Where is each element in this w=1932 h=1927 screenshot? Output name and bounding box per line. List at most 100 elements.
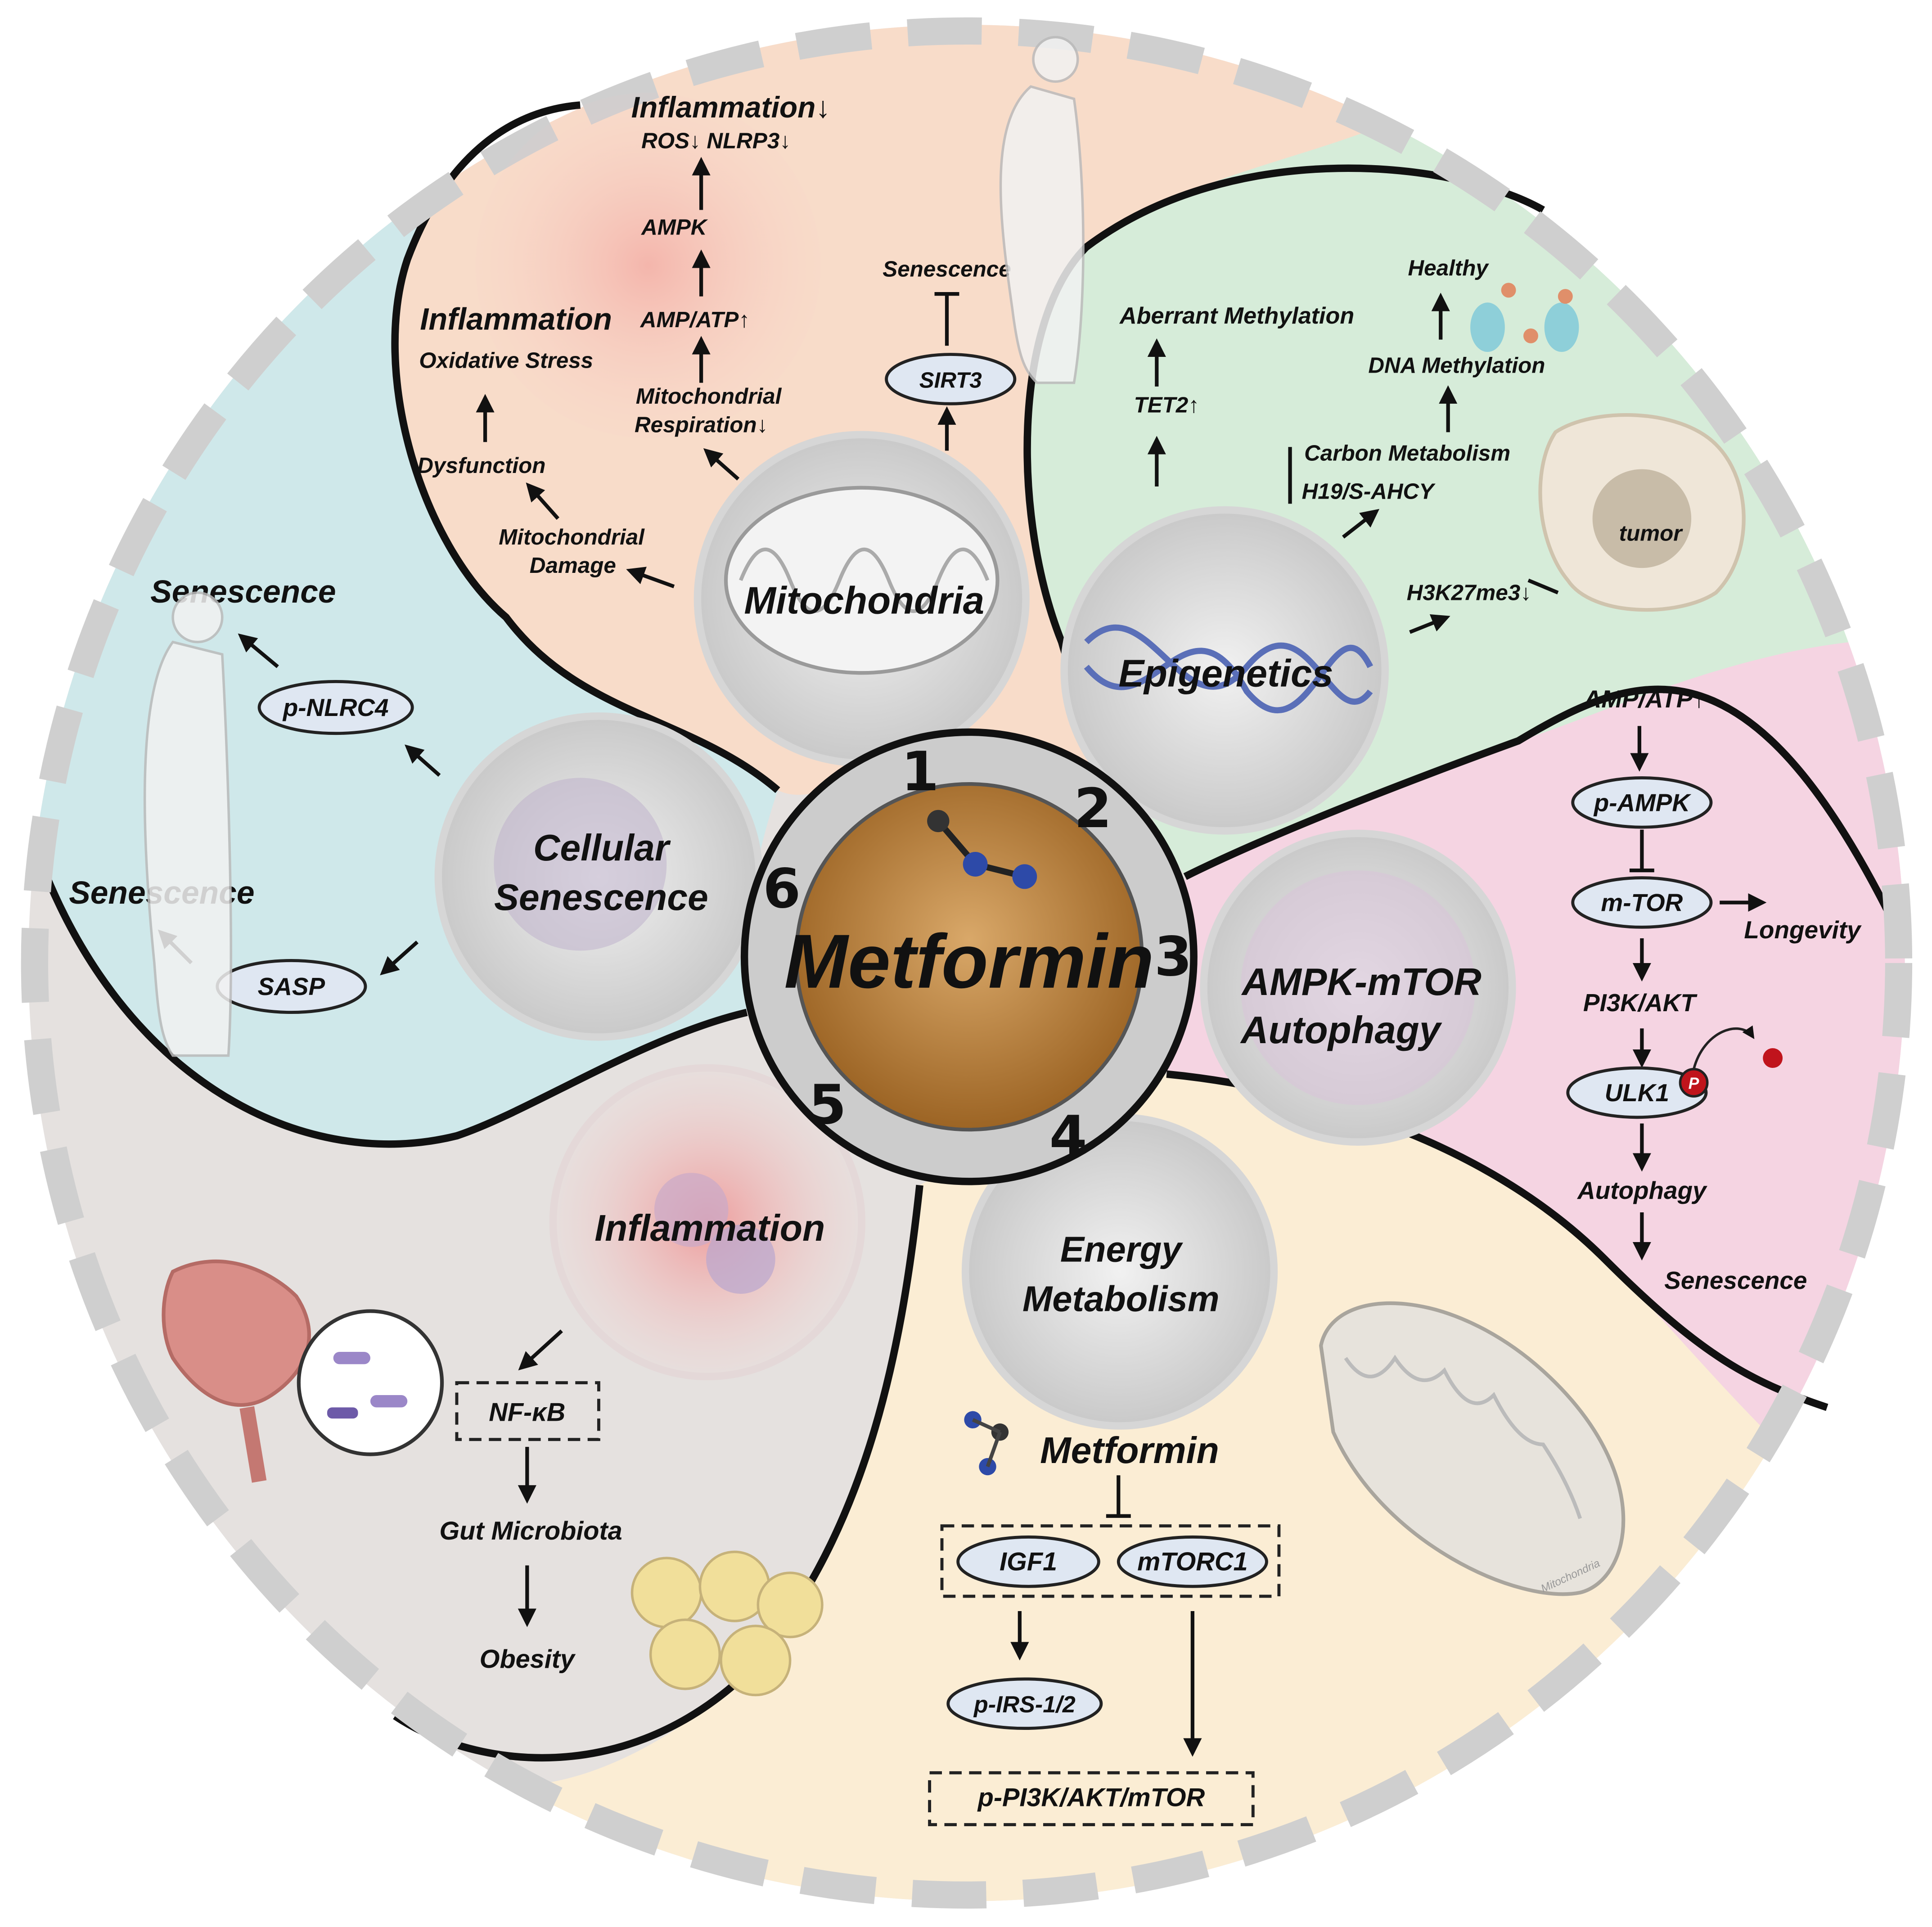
p-nlrc4-pill [257, 680, 414, 735]
mitochondrion-icon [724, 486, 1000, 675]
nucleosome-icon [1470, 283, 1579, 352]
oxidative-stress-label: Oxidative Stress [419, 348, 593, 373]
p-pi3k-label: p-PI3K/AKT/mTOR [977, 1783, 1205, 1812]
hub-epigenetics [1060, 506, 1389, 835]
sasp-label: SASP [258, 973, 325, 1000]
center-title: Metformin [784, 919, 1154, 1004]
ring-number-3: 3 [1154, 925, 1192, 988]
boundary-curve-3 [1183, 685, 1905, 940]
arrow-damage-dysfunction [526, 482, 559, 520]
sirt3-pill [885, 353, 1017, 405]
ring-number-6: 6 [763, 857, 801, 920]
tumor-label: tumor [1619, 521, 1684, 546]
nfkb-label: NF-κB [489, 1398, 565, 1427]
hub-autophagy [1200, 829, 1516, 1146]
ring-number-2: 2 [1074, 777, 1112, 840]
p-ampk-label: p-AMPK [1593, 788, 1692, 816]
arrow-nlrc4-senescence [238, 633, 279, 668]
igf1-mtorc1-box [940, 1524, 1281, 1598]
elderly-figure-icon [999, 36, 1085, 384]
sirt3-label: SIRT3 [919, 368, 982, 393]
longevity-label: Longevity [1744, 916, 1862, 944]
ring-number-5: 5 [809, 1073, 847, 1136]
obesity-label: Obesity [480, 1645, 576, 1674]
boundary-curve-6 [33, 851, 748, 1148]
elderly-figure-left-icon [143, 591, 232, 1057]
intestine-icon [162, 1259, 311, 1483]
autophagy-hub-label-2: Autophagy [1240, 1009, 1442, 1052]
gut-microbiota-label: Gut Microbiota [439, 1517, 622, 1545]
p-irs-pill [946, 1677, 1103, 1730]
phospho-release-arrow [1692, 1025, 1755, 1070]
mtor-pill [1571, 876, 1713, 929]
autophagy-label: Autophagy [1576, 1176, 1707, 1204]
senescent-cell-icon [494, 778, 667, 951]
ulk1-pill [1566, 1066, 1708, 1119]
damage-label-2: Damage [530, 553, 616, 578]
ampk-label: AMPK [640, 215, 708, 239]
energy-metformin-label: Metformin [1040, 1430, 1219, 1471]
autophagy-amp-atp-label: AMP/ATP↑ [1583, 685, 1705, 713]
senescence-hub-label-2: Senescence [494, 877, 708, 918]
arrow-hub-nlrc4 [405, 744, 441, 777]
ring-number-4: 4 [1049, 1104, 1087, 1167]
autophagy-hub-label-1: AMPK-mTOR [1241, 961, 1482, 1004]
phospho-badge-label: P [1689, 1075, 1699, 1093]
ulk1-label: ULK1 [1605, 1079, 1669, 1107]
metformin-molecule-icon [964, 1411, 1009, 1476]
autophagy-senescence-label: Senescence [1664, 1266, 1807, 1294]
energy-hub-label-1: Energy [1060, 1229, 1183, 1270]
dna-icon [1084, 624, 1373, 705]
center-disc [794, 782, 1144, 1132]
dna-methylation-label: DNA Methylation [1368, 353, 1545, 378]
h3k27-label: H3K27me3↓ [1407, 580, 1531, 605]
boundary-curve-1 [391, 101, 780, 793]
hub-mitochondria [694, 431, 1030, 767]
arrow-hub-damage [626, 567, 675, 589]
inflammation-glow [475, 92, 821, 439]
respiration-label-2: Respiration↓ [635, 412, 768, 437]
senescence-hub-label-1: Cellular [533, 828, 671, 869]
hub-senescence [434, 712, 763, 1041]
nfkb-box [455, 1381, 600, 1441]
molecule-icon [927, 810, 1037, 889]
p-ampk-pill [1571, 776, 1713, 829]
outer-dashed-rim [21, 17, 1913, 1909]
energy-hub-label-2: Metabolism [1022, 1279, 1220, 1319]
hub-inflammation [549, 1064, 865, 1381]
arrow-hub-h19 [1342, 509, 1380, 539]
arrow-hub-sasp [380, 941, 419, 976]
arrow-hub-nfkb [518, 1329, 563, 1371]
p-pi3k-box [928, 1771, 1255, 1827]
tet2-label: TET2↑ [1134, 392, 1199, 417]
mitochondrion-large-icon [1319, 1301, 1626, 1596]
aberrant-methylation-label: Aberrant Methylation [1119, 303, 1354, 329]
p-irs-label: p-IRS-1/2 [973, 1692, 1076, 1718]
mtor-label: m-TOR [1601, 889, 1683, 917]
mitochondria-hub-label: Mitochondria [744, 580, 984, 622]
inflammation-down-label: Inflammation↓ [631, 90, 831, 124]
h19-label: H19/S-AHCY [1302, 479, 1436, 504]
healthy-label: Healthy [1408, 256, 1490, 280]
epigenetics-hub-label: Epigenetics [1118, 652, 1333, 695]
inflammation-label: Inflammation [420, 302, 612, 337]
arrow-hub-h3k27 [1409, 614, 1450, 634]
ring-number-1: 1 [901, 740, 939, 803]
damage-label-1: Mitochondrial [499, 525, 645, 549]
bacteria-magnifier-icon [297, 1309, 444, 1456]
pi3k-label: PI3K/AKT [1583, 989, 1698, 1017]
arrow-hub-respiration [703, 448, 740, 481]
amp-atp-label: AMP/ATP↑ [639, 307, 750, 332]
immune-cell-icon [654, 1173, 729, 1247]
p-nlrc4-label: p-NLRC4 [282, 693, 389, 721]
fat-cells-icon [630, 1550, 824, 1697]
mito-senescence-label: Senescence [883, 257, 1011, 282]
inflammation-hub-label: Inflammation [594, 1208, 825, 1249]
tumor-cell-icon [1538, 413, 1746, 612]
respiration-label-1: Mitochondrial [636, 384, 782, 409]
mtorc1-pill [1117, 1535, 1268, 1588]
mtorc1-label: mTORC1 [1137, 1547, 1247, 1576]
igf1-label: IGF1 [1000, 1547, 1057, 1576]
